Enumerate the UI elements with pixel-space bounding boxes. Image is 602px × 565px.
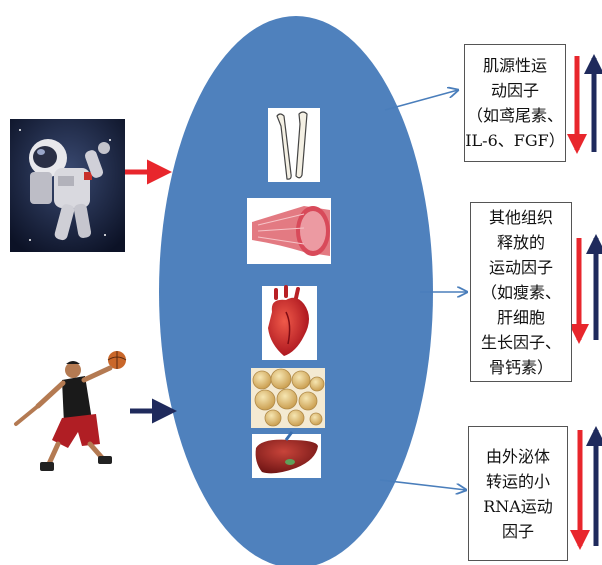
liver-icon (252, 432, 321, 478)
basketball-player-figure (16, 351, 126, 471)
double-arrow-exosome-rna (580, 430, 596, 546)
box-other-organ-text: 其他组织 释放的 运动因子 （如瘦素、 肝细胞 生长因子、 骨钙素） (481, 205, 561, 380)
double-arrow-myokines (577, 56, 594, 152)
adipose-tissue-icon (251, 368, 325, 428)
heart-icon (262, 286, 317, 360)
box-myokines-text: 肌源性运 动因子 （如鸢尾素、 IL-6、FGF） (465, 53, 565, 153)
box-exosome-rna: 由外泌体 转运的小 RNA运动 因子 (468, 426, 568, 561)
double-arrow-other-organ (579, 238, 596, 340)
box-exosome-rna-text: 由外泌体 转运的小 RNA运动 因子 (483, 444, 553, 544)
connector-myokines (385, 90, 458, 110)
astronaut-figure (10, 119, 125, 252)
box-other-organ: 其他组织 释放的 运动因子 （如瘦素、 肝细胞 生长因子、 骨钙素） (470, 202, 572, 382)
box-myokines: 肌源性运 动因子 （如鸢尾素、 IL-6、FGF） (464, 44, 566, 162)
muscle-fiber-icon (247, 198, 331, 264)
bone-icon (268, 108, 320, 182)
